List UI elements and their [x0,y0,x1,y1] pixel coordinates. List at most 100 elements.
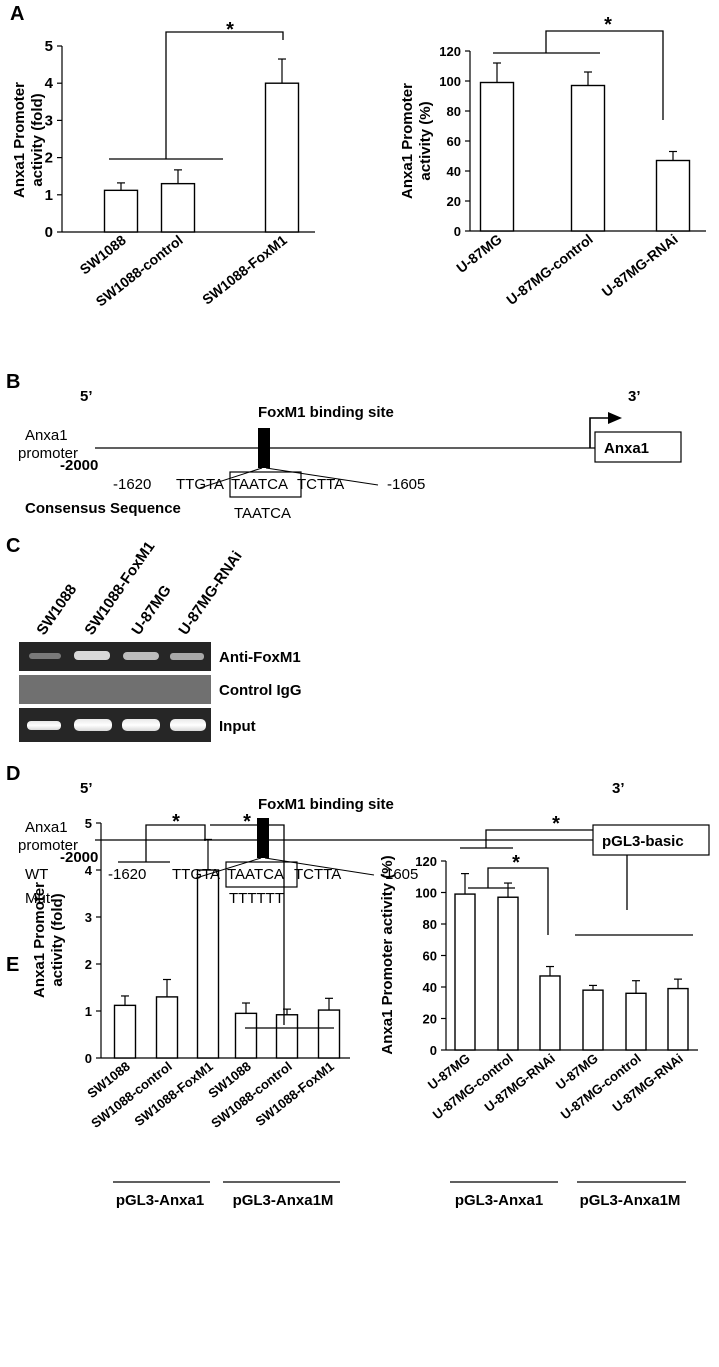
significance-bracket [165,31,284,159]
bar [655,159,691,232]
panel-label-e: E [6,954,19,976]
band-antifoxm1-1 [29,653,61,659]
gel-row-control-igg [19,675,211,704]
d-seq-post: TCTTA [294,866,341,883]
y-tick-label: 80 [423,917,437,932]
y-tick-label: 3 [85,910,92,925]
band-antifoxm1-2 [74,651,110,660]
consensus-seq: TAATCA [234,505,291,522]
bar [113,1004,137,1059]
y-tick-label: 60 [423,949,437,964]
d-promoter-label-line2: promoter [18,837,78,854]
y-tick-label: 3 [45,112,53,129]
y-tick-label: 20 [423,1012,437,1027]
significance-star: * [172,811,180,833]
seq-core: TAATCA [231,476,288,493]
bar [479,81,515,232]
group-label: pGL3-Anxa1M [233,1192,334,1209]
seq-box [229,471,302,498]
zoom-line-right [265,467,379,486]
significance-star: * [226,19,234,41]
d-promoter-start-label: -2000 [60,849,98,866]
panel-label-a: A [10,3,24,25]
y-axis-label: Anxa1 Promoter [31,882,48,998]
consensus-label: Consensus Sequence [25,500,181,517]
bar [196,869,220,1059]
bar [103,189,139,233]
bar [497,896,519,1051]
band-input-4 [170,719,206,731]
band-input-2 [74,719,112,731]
bar [667,987,689,1051]
gene-box [594,431,682,463]
y-tick-label: 100 [439,74,461,89]
y-tick-label: 1 [85,1004,92,1019]
significance-star: * [552,813,560,835]
tss-arrow-head [608,412,622,424]
panel-d-construct-diagram: 5’ 3’ FoxM1 binding site Anxa1 promoter … [18,780,710,907]
y-tick-label: 120 [415,854,437,869]
category-label: U-87MG-control [503,231,596,308]
promoter-start-label: -2000 [60,457,98,474]
significance-bracket [487,867,549,935]
panel-c-chip-gel: SW1088 SW1088-FoxM1 U-87MG U-87MG-RNAi A… [19,538,302,742]
zoom-line-left [199,467,263,489]
d-seq-left-coord: -1620 [108,866,146,883]
y-tick-label: 2 [85,957,92,972]
significance-bracket [210,824,285,1025]
y-tick-label: 120 [439,44,461,59]
significance-bracket [145,824,206,862]
bar [625,992,647,1051]
row-label-antifoxm1: Anti-FoxM1 [219,649,301,666]
y-axis-label: activity (fold) [29,93,46,186]
category-label: SW1088-FoxM1 [199,232,290,308]
y-tick-label: 0 [85,1051,92,1066]
significance-bracket [545,30,664,120]
y-tick-label: 5 [45,38,53,55]
y-tick-label: 100 [415,886,437,901]
band-antifoxm1-4 [170,653,204,660]
group-label: pGL3-Anxa1M [580,1192,681,1209]
significance-star: * [512,852,520,874]
y-axis-label: Anxa1 Promoter [11,82,28,198]
lane-label-4: U-87MG-RNAi [175,548,245,638]
mutation-seq: TTTTTT [229,890,284,907]
band-input-1 [27,721,61,730]
band-antifoxm1-3 [123,652,159,660]
d-seq-pre: TTGTA [172,866,220,883]
bar [275,1014,299,1059]
d-seq-core: TAATCA [227,866,284,883]
d-seq-box [225,861,298,888]
promoter-label-line1: Anxa1 [25,427,68,444]
d-promoter-label-line1: Anxa1 [25,819,68,836]
d-three-prime-label: 3’ [612,780,625,797]
vector-label: pGL3-basic [602,833,684,850]
binding-site-label: FoxM1 binding site [258,404,394,421]
y-tick-label: 1 [45,187,53,204]
bar [317,1009,341,1059]
significance-star: * [243,811,251,833]
gene-label: Anxa1 [604,440,649,457]
panel-label-c: C [6,535,20,557]
y-axis-label: Anxa1 Promoter [399,83,416,199]
panel-label-b: B [6,371,20,393]
y-tick-label: 4 [45,75,54,92]
bar [539,975,561,1051]
three-prime-label: 3’ [628,388,641,405]
y-tick-label: 0 [45,224,53,241]
y-tick-label: 60 [447,134,461,149]
d-five-prime-label: 5’ [80,780,93,797]
d-binding-site-box [257,818,269,858]
wt-label: WT [25,866,48,883]
d-seq-right-coord: -1605 [380,866,418,883]
bar [155,996,179,1059]
bar [454,893,476,1051]
bar [264,82,300,233]
y-tick-label: 20 [447,194,461,209]
bar [234,1012,258,1059]
d-zoom-line-right [264,857,375,876]
lane-label-3: U-87MG [128,582,174,638]
five-prime-label: 5’ [80,388,93,405]
